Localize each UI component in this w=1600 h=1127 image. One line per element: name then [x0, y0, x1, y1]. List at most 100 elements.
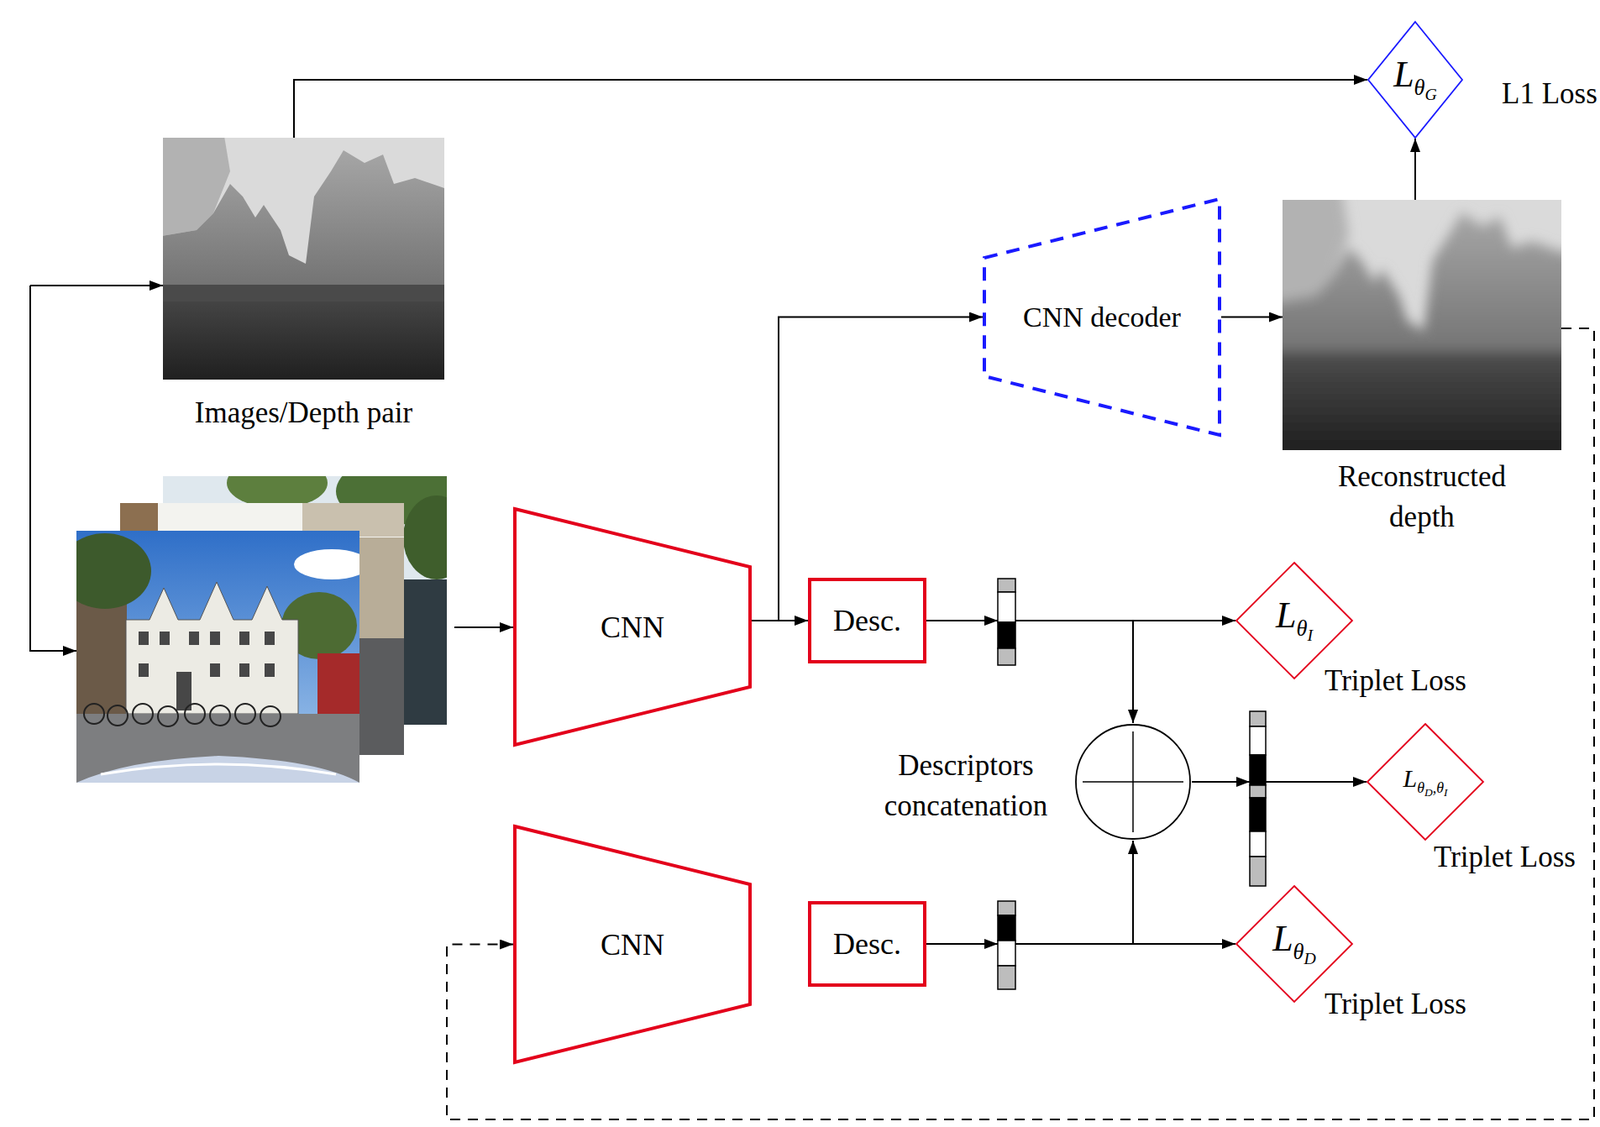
shape-outline [1366, 723, 1485, 841]
drawing-part [30, 285, 77, 651]
drawing-part [1249, 726, 1266, 756]
drawing-part [1282, 369, 1562, 451]
drawing-part [1282, 213, 1562, 374]
loss-name: Triplet Loss [1324, 664, 1467, 698]
drawing-part [1249, 755, 1266, 786]
drawing-part [162, 150, 445, 306]
drawing-part [1249, 797, 1266, 832]
block-label: Desc. [833, 603, 902, 639]
sub-subscript: D [1424, 786, 1433, 799]
loss-symbol: LθD,θI [1402, 765, 1448, 799]
plus-sign [1082, 731, 1184, 833]
operation-label: Descriptors concatenation [860, 745, 1071, 827]
loss-name: L1 Loss [1501, 77, 1598, 111]
loss-symbol: LθD [1272, 920, 1317, 968]
trapezoid [984, 199, 1220, 436]
descriptor-box: Desc. [807, 577, 927, 664]
depth-image: Reconstructed depth [1282, 199, 1562, 451]
connector-arrow [293, 79, 1368, 138]
depth-image: Images/Depth pair [162, 137, 445, 380]
sub-subscript: G [1425, 84, 1438, 104]
photo-front [76, 530, 360, 783]
connector-arrow [1414, 138, 1417, 200]
connector-arrow [926, 840, 1134, 945]
descriptor-box: Desc. [807, 901, 927, 987]
cnn-encoder: CNN [513, 507, 752, 747]
drawing-part [209, 705, 231, 726]
drawing-part [162, 137, 445, 380]
loss-symbol: LθG [1393, 56, 1438, 104]
descriptor-vector [997, 901, 1016, 990]
connector-arrow [751, 317, 983, 622]
drawing-part [1249, 831, 1266, 857]
drawing-part [317, 653, 360, 714]
trapezoid [514, 508, 751, 745]
drawing-part [359, 638, 404, 756]
drawing-part [997, 648, 1016, 666]
drawing-part [159, 631, 170, 646]
drawing-part [997, 592, 1016, 623]
subscript: θI [1295, 615, 1313, 641]
depth-map [162, 137, 445, 380]
drawing-part [997, 622, 1016, 649]
drawing-part [997, 901, 1016, 916]
diamond [1368, 21, 1463, 138]
loss-symbol: LθI [1275, 597, 1313, 645]
drawing-part [1249, 785, 1266, 798]
drawing-part [76, 713, 360, 783]
cnn-decoder: CNN decoder [982, 197, 1222, 437]
loss-name: Triplet Loss [1324, 987, 1467, 1022]
input-arrows [30, 285, 514, 651]
drawing-part [997, 578, 1016, 593]
subscript: θG [1414, 74, 1438, 100]
subscript: θD,θI [1416, 779, 1448, 797]
connector-arrow [446, 328, 1595, 1120]
sub-subscript: D [1304, 949, 1317, 968]
block-label: CNN [600, 927, 665, 963]
drawing-part [984, 939, 998, 950]
drawing-part [997, 915, 1016, 941]
cnn-encoder: CNN [513, 824, 752, 1065]
drawing-part [76, 533, 152, 609]
block-label: CNN [600, 609, 665, 646]
sub-subscript: I [1443, 786, 1448, 799]
drawing-part [1236, 776, 1250, 787]
drawing-part [260, 706, 281, 727]
drawing-part [359, 537, 404, 639]
drawing-part [997, 965, 1016, 990]
diamond [1236, 886, 1353, 1002]
subscript: θD [1293, 939, 1317, 965]
drawing-part [138, 631, 149, 646]
drawing-part [239, 631, 250, 646]
descriptor-vector [997, 578, 1016, 666]
drawing-part [76, 755, 360, 783]
drawing-part [157, 706, 179, 727]
drawing-part [264, 631, 275, 646]
loss-diamond: LθDTriplet Loss [1235, 885, 1354, 1003]
image-caption: Images/Depth pair [190, 393, 418, 434]
circle [1075, 724, 1191, 840]
drawing-part [138, 663, 149, 677]
drawing-part [454, 626, 514, 629]
drawing-part [138, 631, 275, 711]
loss-diamond: LθD,θITriplet Loss [1366, 723, 1485, 841]
drawing-part [293, 549, 360, 580]
drawing-part [162, 301, 445, 380]
connector-arrow [1221, 316, 1283, 319]
shape-outline [1074, 723, 1192, 841]
loss-diamond: LθITriplet Loss [1235, 561, 1354, 680]
diamond [1367, 723, 1484, 840]
drawing-part [30, 284, 163, 287]
drawing-part [1249, 856, 1266, 887]
drawing-part [100, 764, 336, 775]
depth-map [1282, 199, 1562, 451]
drawing-part [264, 663, 275, 677]
drawing-part [188, 631, 200, 646]
diamond [1236, 562, 1353, 679]
block-label: Desc. [833, 926, 902, 962]
drawing-part [1282, 199, 1562, 451]
drawing-part [984, 615, 998, 626]
drawing-part [209, 631, 221, 646]
connector-arrow [1191, 781, 1367, 783]
